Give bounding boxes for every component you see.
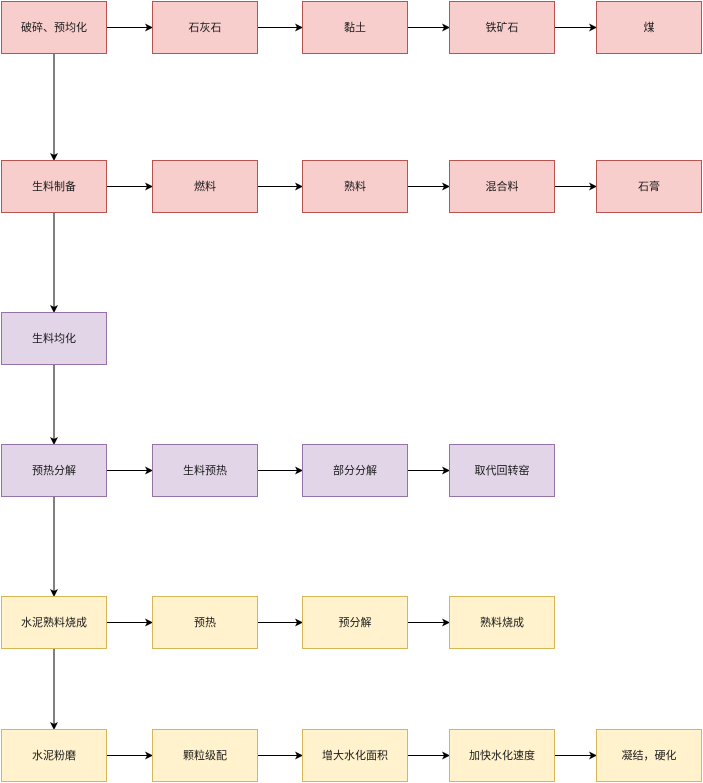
- process-node[interactable]: 石膏: [596, 160, 702, 213]
- process-node[interactable]: 铁矿石: [449, 1, 555, 54]
- process-node[interactable]: 生料均化: [1, 312, 107, 365]
- process-node[interactable]: 预分解: [302, 596, 408, 649]
- process-node[interactable]: 加快水化速度: [449, 729, 555, 782]
- process-node[interactable]: 水泥熟料烧成: [1, 596, 107, 649]
- process-node[interactable]: 部分分解: [302, 444, 408, 497]
- process-node[interactable]: 颗粒级配: [152, 729, 258, 782]
- process-node[interactable]: 水泥粉磨: [1, 729, 107, 782]
- process-node[interactable]: 熟料烧成: [449, 596, 555, 649]
- process-node[interactable]: 预热: [152, 596, 258, 649]
- process-node[interactable]: 燃料: [152, 160, 258, 213]
- process-node[interactable]: 生料制备: [1, 160, 107, 213]
- process-node[interactable]: 预热分解: [1, 444, 107, 497]
- process-node[interactable]: 熟料: [302, 160, 408, 213]
- process-node[interactable]: 石灰石: [152, 1, 258, 54]
- process-node[interactable]: 混合料: [449, 160, 555, 213]
- process-node[interactable]: 破碎、预均化: [1, 1, 107, 54]
- process-node[interactable]: 煤: [596, 1, 702, 54]
- process-node[interactable]: 黏土: [302, 1, 408, 54]
- process-node[interactable]: 取代回转窑: [449, 444, 555, 497]
- process-node[interactable]: 凝结，硬化: [596, 729, 702, 782]
- process-node[interactable]: 增大水化面积: [302, 729, 408, 782]
- process-node[interactable]: 生料预热: [152, 444, 258, 497]
